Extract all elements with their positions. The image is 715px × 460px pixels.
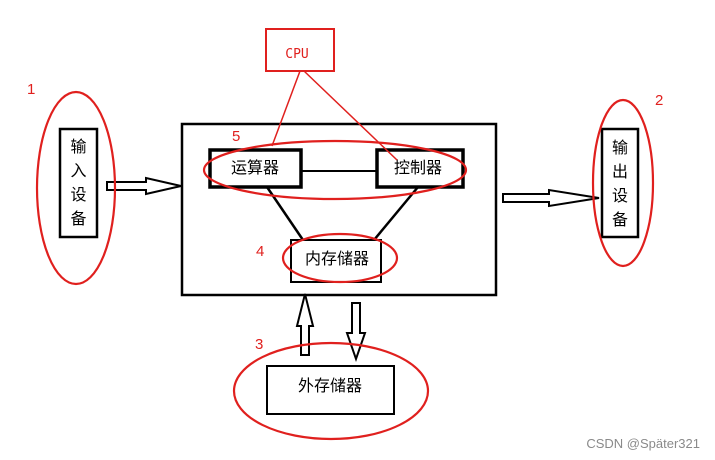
external-memory-box: 外存储器: [266, 365, 395, 415]
input-char-4: 备: [70, 209, 86, 228]
cpu-pointer-alu: [271, 70, 301, 147]
input-device: 输 入 设 备: [58, 127, 99, 239]
external-highlight-ellipse: [232, 341, 430, 441]
number-1: 1: [27, 81, 35, 98]
memory-highlight-ellipse: [281, 232, 399, 284]
output-char-3: 设: [612, 186, 628, 205]
alu-box: 运算器: [208, 148, 303, 189]
input-highlight-ellipse: [35, 90, 117, 286]
cpu-label: CPU: [285, 47, 308, 62]
output-char-2: 出: [612, 162, 628, 181]
host-box: [180, 122, 498, 297]
memory-label: 内存储器: [305, 249, 369, 268]
number-3: 3: [255, 336, 263, 353]
output-char-4: 备: [612, 210, 628, 229]
memory-to-external-arrow: [345, 302, 367, 363]
external-memory-label: 外存储器: [298, 376, 362, 395]
output-highlight-ellipse: [591, 98, 655, 268]
control-memory-link: [373, 186, 419, 241]
number-2: 2: [655, 92, 663, 109]
external-to-memory-arrow: [295, 293, 315, 356]
watermark: CSDN @Später321: [586, 436, 700, 451]
output-char-1: 输: [612, 138, 628, 157]
output-arrow: [502, 188, 600, 208]
number-4: 4: [256, 243, 264, 260]
control-label: 控制器: [394, 158, 442, 177]
input-char-2: 入: [70, 161, 86, 180]
input-arrow: [106, 176, 182, 196]
alu-label: 运算器: [231, 158, 279, 177]
cpu-pointer-control: [303, 70, 398, 161]
control-box: 控制器: [375, 148, 465, 189]
cpu-highlight-ellipse: [202, 139, 468, 201]
input-char-3: 设: [70, 185, 86, 204]
input-char-1: 输: [70, 137, 86, 156]
number-5: 5: [232, 128, 240, 145]
output-device: 输 出 设 备: [600, 127, 640, 239]
